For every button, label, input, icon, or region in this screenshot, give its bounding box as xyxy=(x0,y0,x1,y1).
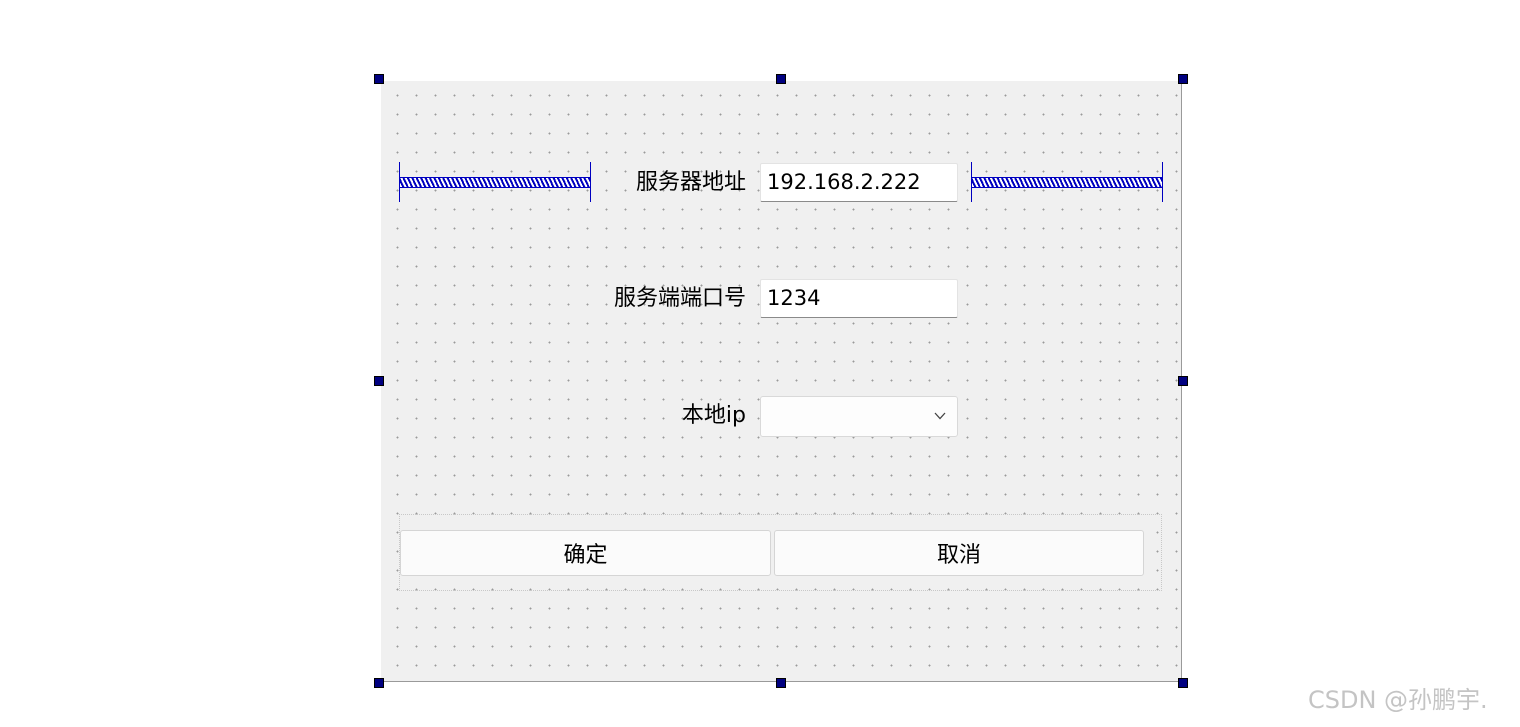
ok-button[interactable]: 确定 xyxy=(400,530,771,576)
chevron-down-icon[interactable] xyxy=(932,408,948,424)
resize-handle-bottom-right[interactable] xyxy=(1178,678,1188,688)
cancel-button[interactable]: 取消 xyxy=(774,530,1144,576)
button-row-layout xyxy=(399,514,1162,591)
resize-handle-top-left[interactable] xyxy=(374,74,384,84)
resize-handle-top[interactable] xyxy=(776,74,786,84)
resize-handle-left[interactable] xyxy=(374,376,384,386)
resize-handle-right[interactable] xyxy=(1178,376,1188,386)
server-port-input[interactable]: 1234 xyxy=(760,279,958,318)
resize-handle-bottom-left[interactable] xyxy=(374,678,384,688)
server-port-label: 服务端端口号 xyxy=(613,286,746,311)
local-ip-label: 本地ip xyxy=(681,403,746,428)
horizontal-spacer-left[interactable] xyxy=(399,162,591,202)
csdn-watermark: CSDN @孙鹏宇. xyxy=(1308,686,1488,714)
server-address-input[interactable]: 192.168.2.222 xyxy=(760,163,958,202)
server-address-label: 服务器地址 xyxy=(635,170,746,195)
resize-handle-bottom[interactable] xyxy=(776,678,786,688)
local-ip-combobox[interactable] xyxy=(760,396,958,437)
horizontal-spacer-right[interactable] xyxy=(971,162,1163,202)
resize-handle-top-right[interactable] xyxy=(1178,74,1188,84)
